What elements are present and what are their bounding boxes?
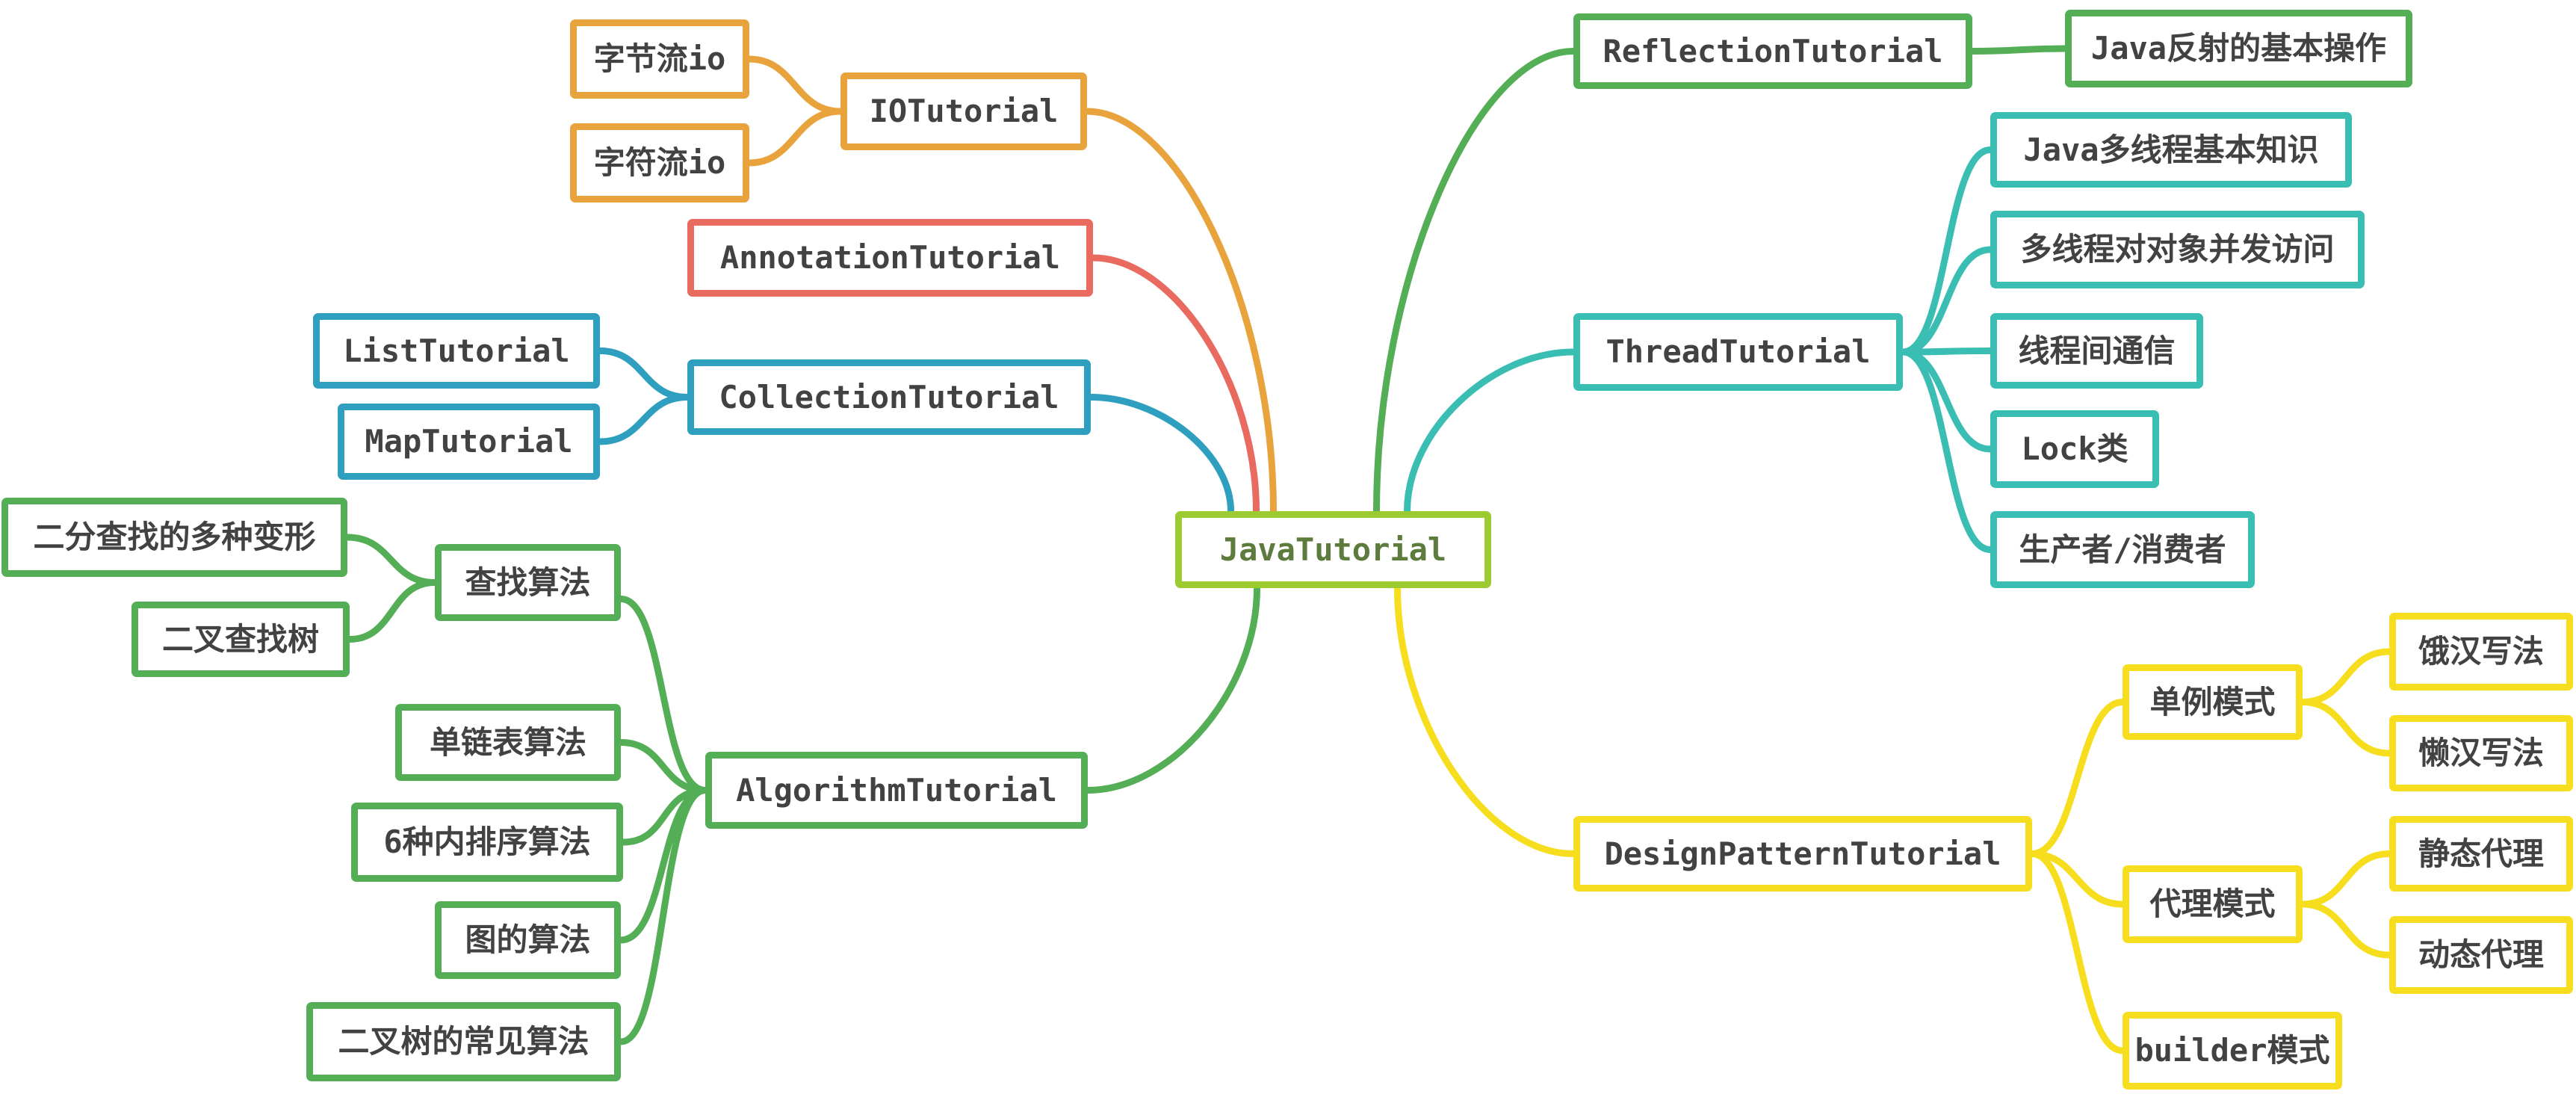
node-io-tutorial[interactable]: IOTutorial: [840, 72, 1087, 150]
edge-byte-io-to-io-tutorial: [746, 55, 844, 115]
edge-linked-list-algorithm-to-algorithm-tutorial: [617, 739, 709, 794]
edge-thread-tutorial-to-lock-class: [1899, 348, 1994, 453]
node-label: CollectionTutorial: [719, 378, 1059, 415]
node-static-proxy[interactable]: 静态代理: [2389, 816, 2573, 892]
edge-proxy-pattern-to-dynamic-proxy: [2299, 900, 2393, 959]
node-thread-tutorial[interactable]: ThreadTutorial: [1573, 313, 1903, 391]
edge-java-tutorial-to-thread-tutorial: [1404, 348, 1577, 515]
node-label: 单例模式: [2149, 683, 2276, 720]
node-singleton-pattern[interactable]: 单例模式: [2123, 664, 2303, 740]
node-java-reflection-basics[interactable]: Java反射的基本操作: [2065, 10, 2412, 87]
node-label: 二分查找的多种变形: [33, 519, 316, 555]
node-label: 静态代理: [2418, 835, 2544, 872]
edge-io-tutorial-to-java-tutorial: [1083, 108, 1277, 515]
edge-binary-search-tree-to-search-algorithm: [346, 579, 439, 643]
node-label: JavaTutorial: [1219, 531, 1447, 568]
node-proxy-pattern[interactable]: 代理模式: [2123, 865, 2303, 943]
node-list-tutorial[interactable]: ListTutorial: [313, 313, 600, 389]
node-char-io[interactable]: 字符流io: [570, 123, 749, 203]
node-label: ReflectionTutorial: [1603, 32, 1943, 69]
node-graph-algorithm[interactable]: 图的算法: [435, 901, 621, 979]
node-label: 二叉树的常见算法: [338, 1023, 589, 1060]
node-label: 多线程对对象并发访问: [2020, 231, 2335, 268]
node-label: 图的算法: [465, 921, 591, 958]
node-concurrent-object-access[interactable]: 多线程对对象并发访问: [1990, 211, 2365, 288]
node-label: Java多线程基本知识: [2023, 131, 2319, 168]
node-label: 6种内排序算法: [383, 824, 591, 860]
node-thread-communication[interactable]: 线程间通信: [1990, 313, 2203, 389]
node-design-pattern-tutorial[interactable]: DesignPatternTutorial: [1573, 816, 2032, 892]
node-thread-basics[interactable]: Java多线程基本知识: [1990, 112, 2352, 188]
node-builder-pattern[interactable]: builder模式: [2123, 1012, 2342, 1090]
edge-algorithm-tutorial-to-java-tutorial: [1084, 584, 1260, 794]
node-label: DesignPatternTutorial: [1604, 835, 2001, 872]
node-label: 生产者/消费者: [2019, 531, 2226, 568]
node-label: 动态代理: [2418, 936, 2544, 973]
edge-map-tutorial-to-collection-tutorial: [596, 394, 691, 445]
edge-java-tutorial-to-reflection-tutorial: [1373, 48, 1577, 515]
node-producer-consumer[interactable]: 生产者/消费者: [1990, 511, 2255, 588]
node-map-tutorial[interactable]: MapTutorial: [338, 404, 600, 480]
node-hungry-singleton[interactable]: 饿汉写法: [2389, 613, 2573, 690]
edge-binary-tree-algorithms-to-algorithm-tutorial: [617, 787, 709, 1045]
node-label: ThreadTutorial: [1606, 333, 1871, 370]
edge-design-pattern-tutorial-to-proxy-pattern: [2028, 850, 2126, 908]
node-label: 字节流io: [593, 40, 726, 77]
node-label: AlgorithmTutorial: [736, 771, 1057, 809]
node-label: builder模式: [2134, 1032, 2330, 1069]
node-algorithm-tutorial[interactable]: AlgorithmTutorial: [705, 752, 1088, 829]
edge-java-tutorial-to-design-pattern-tutorial: [1394, 584, 1577, 857]
node-label: IOTutorial: [869, 93, 1059, 129]
node-java-tutorial[interactable]: JavaTutorial: [1175, 511, 1491, 588]
node-byte-io[interactable]: 字节流io: [570, 19, 749, 99]
node-sorting-algorithms[interactable]: 6种内排序算法: [351, 803, 623, 882]
edge-design-pattern-tutorial-to-builder-pattern: [2028, 850, 2126, 1054]
edge-list-tutorial-to-collection-tutorial: [596, 347, 691, 401]
node-binary-search-tree[interactable]: 二叉查找树: [131, 602, 350, 677]
node-annotation-tutorial[interactable]: AnnotationTutorial: [687, 219, 1093, 297]
node-label: 饿汉写法: [2418, 633, 2544, 670]
node-search-algorithm[interactable]: 查找算法: [435, 544, 621, 621]
edge-thread-tutorial-to-concurrent-object-access: [1899, 246, 1994, 356]
node-reflection-tutorial[interactable]: ReflectionTutorial: [1573, 13, 1972, 89]
node-label: 字符流io: [593, 144, 726, 181]
node-collection-tutorial[interactable]: CollectionTutorial: [687, 359, 1091, 435]
node-label: 懒汉写法: [2418, 735, 2544, 771]
edge-singleton-pattern-to-hungry-singleton: [2299, 648, 2393, 705]
node-binary-tree-algorithms[interactable]: 二叉树的常见算法: [306, 1002, 621, 1081]
edge-binary-search-variants-to-search-algorithm: [344, 534, 439, 586]
edge-search-algorithm-to-algorithm-tutorial: [617, 596, 709, 794]
edge-annotation-tutorial-to-java-tutorial: [1089, 254, 1260, 515]
edge-design-pattern-tutorial-to-singleton-pattern: [2028, 699, 2126, 857]
node-label: Lock类: [2021, 430, 2128, 467]
edge-thread-tutorial-to-producer-consumer: [1899, 348, 1994, 553]
node-dynamic-proxy[interactable]: 动态代理: [2389, 916, 2573, 994]
node-label: MapTutorial: [365, 423, 573, 460]
node-label: ListTutorial: [343, 332, 570, 369]
node-label: AnnotationTutorial: [719, 239, 1061, 276]
node-lazy-singleton[interactable]: 懒汉写法: [2389, 715, 2573, 791]
edge-singleton-pattern-to-lazy-singleton: [2299, 699, 2393, 757]
node-label: 线程间通信: [2018, 332, 2176, 369]
edge-collection-tutorial-to-java-tutorial: [1087, 394, 1234, 515]
node-label: Java反射的基本操作: [2090, 30, 2387, 67]
edge-proxy-pattern-to-static-proxy: [2299, 850, 2393, 908]
node-label: 二叉查找树: [161, 620, 319, 658]
edge-char-io-to-io-tutorial: [746, 108, 844, 167]
node-binary-search-variants[interactable]: 二分查找的多种变形: [1, 498, 347, 577]
node-label: 代理模式: [2149, 886, 2276, 922]
edge-thread-tutorial-to-thread-basics: [1899, 146, 1994, 356]
node-label: 单链表算法: [429, 723, 586, 761]
edge-reflection-tutorial-to-java-reflection-basics: [1969, 45, 2069, 55]
node-lock-class[interactable]: Lock类: [1990, 410, 2159, 488]
node-label: 查找算法: [465, 563, 591, 601]
node-linked-list-algorithm[interactable]: 单链表算法: [395, 704, 621, 781]
